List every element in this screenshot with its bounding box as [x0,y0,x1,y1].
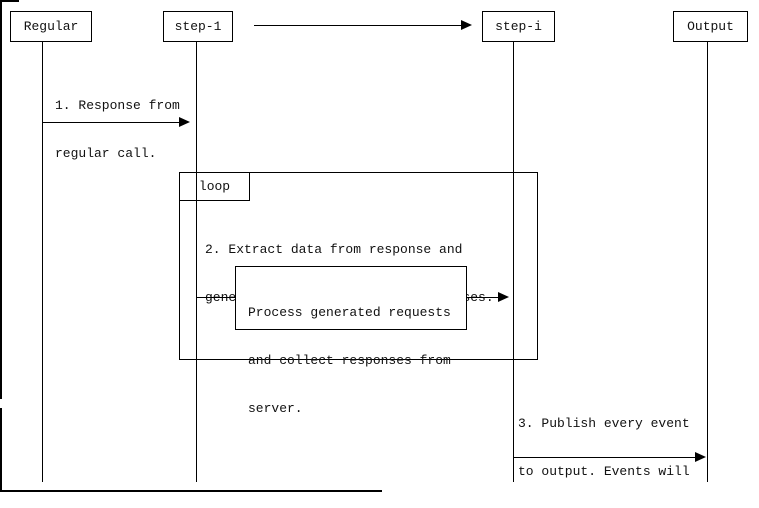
process-box: Process generated requests and collect r… [235,266,467,416]
chain-arrowhead-icon [461,20,472,30]
actor-box-regular: Regular [10,11,92,42]
actor-label-regular: Regular [23,18,79,34]
message-1-text: 1. Response from regular call. [55,66,180,194]
actor-box-step-1: step-1 [163,11,233,42]
process-line: server. [248,401,303,416]
process-in-line [197,297,235,298]
process-line: and collect responses from [248,353,451,368]
message-3-arrowhead-icon [695,452,706,462]
message-3-text: 3. Publish every event to output. Events… [518,384,697,508]
message-1-arrowhead-icon [179,117,190,127]
actor-box-output: Output [673,11,748,42]
message-line: 3. Publish every event [518,416,690,431]
actor-box-step-i: step-i [482,11,555,42]
actor-label-step-1: step-1 [174,18,222,34]
window-top-edge-tick [0,0,19,2]
message-line: regular call. [55,146,157,161]
lifeline-step-1 [196,42,197,482]
window-left-edge-notch [0,399,2,408]
chain-arrow-line [254,25,462,26]
message-1-arrow-line [42,122,180,123]
message-line: to output. Events will [518,464,690,479]
message-3-arrow-line [513,457,696,458]
message-line: 2. Extract data from response and [205,242,463,257]
loop-label: loop [198,178,231,194]
actor-label-output: Output [687,18,734,34]
loop-fragment-frame [179,172,538,360]
lifeline-step-i [513,42,514,482]
actor-label-step-i: step-i [495,18,542,34]
lifeline-output [707,42,708,482]
message-line: 1. Response from [55,98,180,113]
process-line: Process generated requests [248,305,451,320]
lifeline-regular [42,42,43,482]
window-left-edge [0,0,2,491]
loop-label-box: loop [179,172,250,201]
process-out-arrowhead-icon [498,292,509,302]
process-out-arrow-line [467,297,499,298]
pane-bottom-divider [0,490,382,492]
